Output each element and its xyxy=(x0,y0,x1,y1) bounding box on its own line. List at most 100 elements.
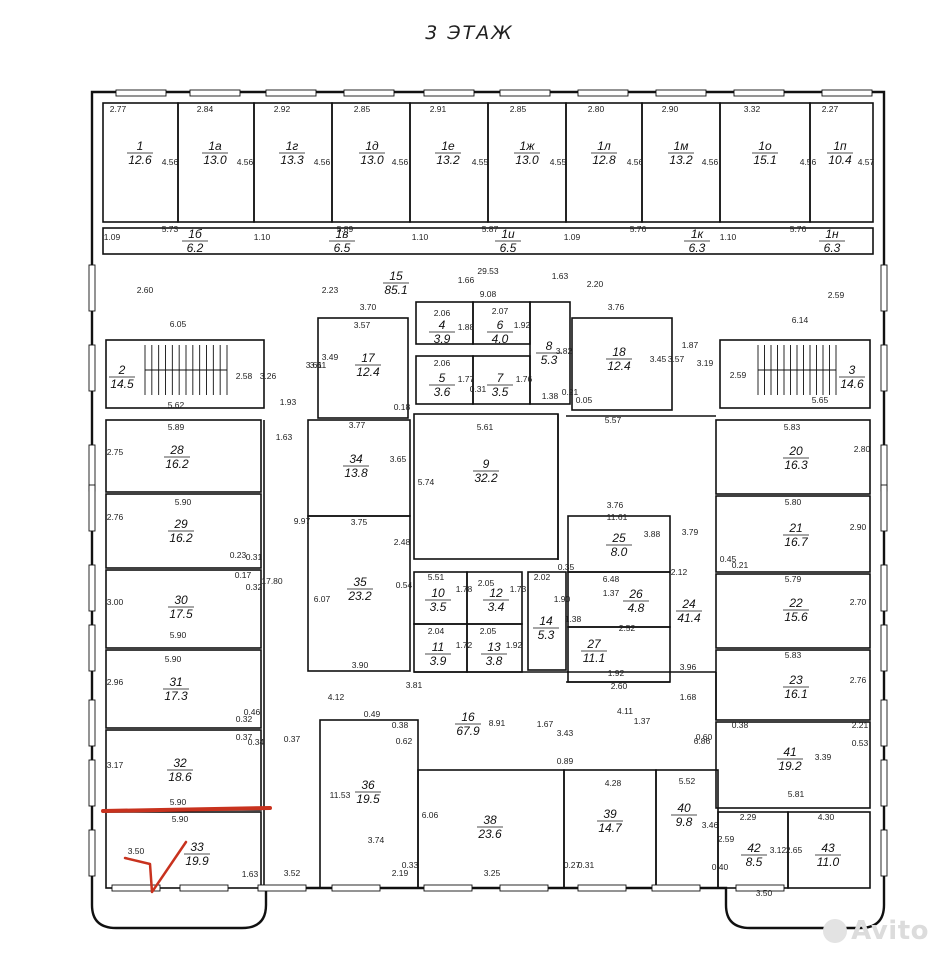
window xyxy=(423,884,473,892)
window xyxy=(88,264,96,312)
window xyxy=(499,89,551,97)
stairs xyxy=(144,345,837,395)
dimension-label: 3.88 xyxy=(644,529,661,539)
avito-logo-icon xyxy=(823,919,848,943)
dimension-label: 8.91 xyxy=(489,718,506,728)
dimension-label: 2.07 xyxy=(492,306,509,316)
dimension-label: 4.56 xyxy=(800,157,817,167)
window xyxy=(265,89,317,97)
room-area: 12.8 xyxy=(592,153,616,167)
dimension-label: 0.38 xyxy=(732,720,749,730)
room-wall xyxy=(571,317,673,411)
dimension-label: 0.35 xyxy=(558,562,575,572)
room-number: 1ж xyxy=(520,139,536,153)
window xyxy=(651,884,701,892)
room-wall xyxy=(307,515,411,672)
room-wall xyxy=(105,339,265,409)
dimension-label: 2.77 xyxy=(110,104,127,114)
dimension-label: 0.33 xyxy=(402,860,419,870)
window xyxy=(88,444,96,492)
dimension-label: 3.90 xyxy=(352,660,369,670)
room-25: 258.0 xyxy=(606,531,632,559)
dimension-label: 2.12 xyxy=(671,567,688,577)
dimension-label: 2.02 xyxy=(534,572,551,582)
dimension-label: 4.56 xyxy=(162,157,179,167)
dimension-label: 2.80 xyxy=(588,104,605,114)
room-area: 6.2 xyxy=(187,241,204,255)
dimension-label: 4.56 xyxy=(627,157,644,167)
room-number: 7 xyxy=(497,371,505,385)
room-area: 10.4 xyxy=(828,153,852,167)
room-number: 6 xyxy=(497,318,504,332)
window xyxy=(179,884,229,892)
dimension-label: 9.08 xyxy=(480,289,497,299)
window xyxy=(88,759,96,807)
dimension-label: 0.49 xyxy=(364,709,381,719)
room-wall xyxy=(715,573,871,649)
dimension-label: 5.90 xyxy=(170,630,187,640)
dimension-label: 11.53 xyxy=(330,790,351,800)
dimension-label: 3.76 xyxy=(607,500,624,510)
dimension-label: 2.19 xyxy=(392,868,409,878)
dimension-label: 2.60 xyxy=(611,681,628,691)
room-7: 73.5 xyxy=(487,371,513,399)
dimension-label: 3.32 xyxy=(744,104,761,114)
dimension-label: 1.72 xyxy=(456,640,473,650)
room-area: 4.8 xyxy=(628,601,645,615)
room-area: 23.6 xyxy=(477,827,502,841)
room-12: 123.4 xyxy=(483,586,509,614)
room-number: 1о xyxy=(758,139,772,153)
room-area: 9.8 xyxy=(676,815,693,829)
dimension-label: 3.50 xyxy=(128,846,145,856)
dimension-label: 6.48 xyxy=(603,574,620,584)
room-area: 32.2 xyxy=(474,471,498,485)
room-wall xyxy=(105,649,262,729)
window xyxy=(111,884,161,892)
dimension-label: 5.81 xyxy=(788,789,805,799)
dimension-label: 2.75 xyxy=(107,447,124,457)
dimension-label: 0.31 xyxy=(470,384,487,394)
room-area: 16.2 xyxy=(165,457,189,471)
dimension-label: 0.17 xyxy=(235,570,252,580)
dimension-label: 2.48 xyxy=(394,537,411,547)
dimension-label: 5.74 xyxy=(418,477,435,487)
window xyxy=(88,564,96,612)
window xyxy=(880,264,888,312)
room-number: 1д xyxy=(365,139,379,153)
room-area: 12.6 xyxy=(128,153,152,167)
room-wall xyxy=(413,413,559,560)
dimension-label: 3.17 xyxy=(107,760,124,770)
room-area: 13.2 xyxy=(669,153,693,167)
dimension-label: 5.76 xyxy=(630,224,647,234)
dimension-label: 2.27 xyxy=(822,104,839,114)
dimension-label: 3.52 xyxy=(284,868,301,878)
room-area: 12.4 xyxy=(356,365,380,379)
room-5: 53.6 xyxy=(429,371,455,399)
dimension-label: 0.45 xyxy=(720,554,737,564)
room-area: 3.8 xyxy=(486,654,503,668)
room-area: 12.4 xyxy=(607,359,631,373)
window xyxy=(880,759,888,807)
windows xyxy=(88,89,888,892)
dimension-label: 0.46 xyxy=(244,707,261,717)
dimension-label: 1.76 xyxy=(516,374,533,384)
dimension-label: 2.85 xyxy=(510,104,527,114)
dimension-label: 2.70 xyxy=(850,597,867,607)
dimension-label: 3.79 xyxy=(682,527,699,537)
dimension-label: 3.43 xyxy=(557,728,574,738)
dimension-label: 4.56 xyxy=(237,157,254,167)
dimension-label: 1.73 xyxy=(510,584,527,594)
window xyxy=(880,829,888,877)
